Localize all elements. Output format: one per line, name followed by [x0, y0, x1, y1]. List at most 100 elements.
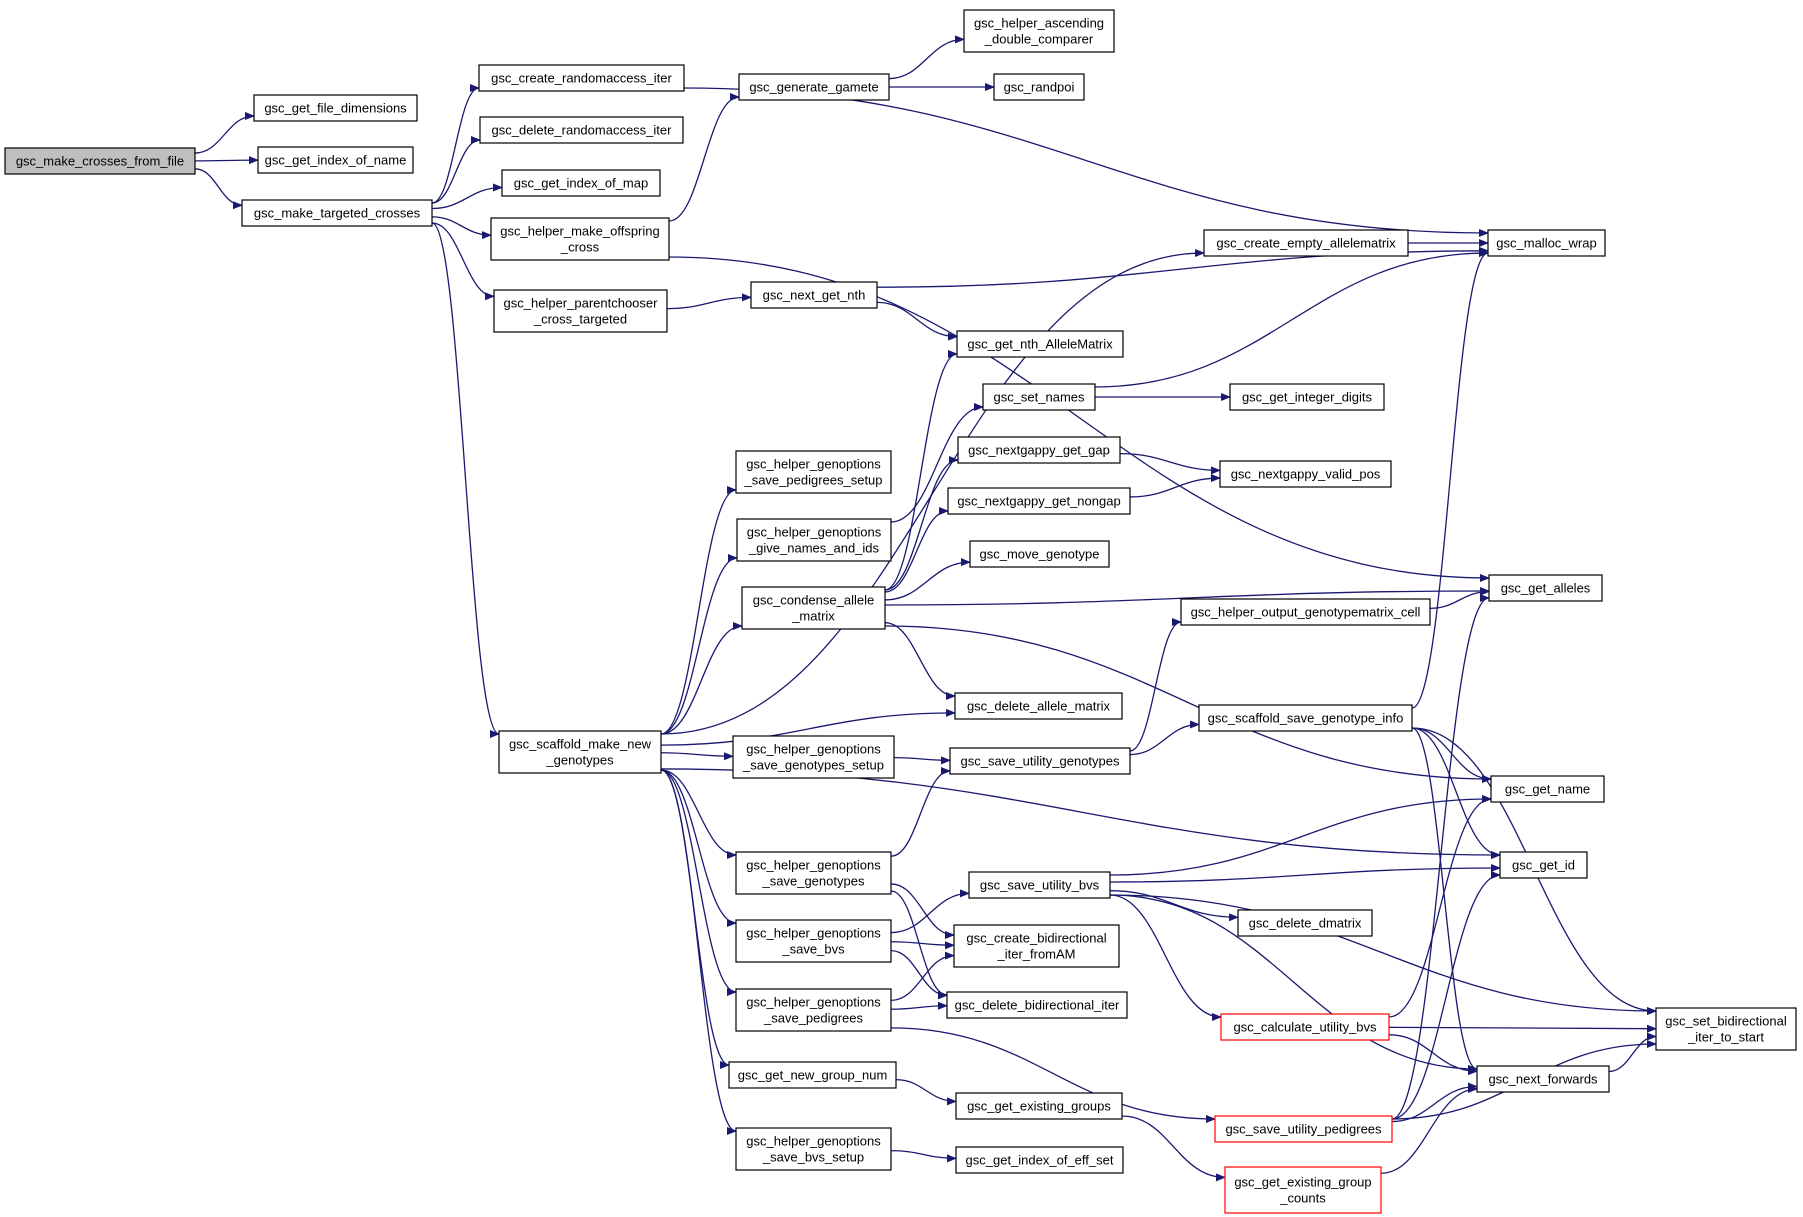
- edge-scaffold-save-genotype-info-to-next-forwards: [1411, 727, 1478, 1073]
- node-label: gsc_malloc_wrap: [1496, 236, 1596, 251]
- node-label: gsc_scaffold_save_genotype_info: [1208, 711, 1404, 726]
- node-get-file-dimensions[interactable]: gsc_get_file_dimensions: [253, 94, 418, 122]
- node-genoptions-save-genotypes-setup[interactable]: gsc_helper_genoptions_save_genotypes_set…: [732, 735, 895, 779]
- node-box: [969, 540, 1110, 568]
- node-box: [501, 169, 661, 197]
- edge-condense-allele-matrix-to-get-alleles: [884, 587, 1490, 606]
- node-get-alleles[interactable]: gsc_get_alleles: [1488, 574, 1603, 602]
- node-delete-allele-matrix[interactable]: gsc_delete_allele_matrix: [954, 692, 1123, 720]
- node-label: gsc_get_existing_groups: [967, 1099, 1111, 1114]
- node-box: [1180, 598, 1431, 626]
- node-delete-dmatrix[interactable]: gsc_delete_dmatrix: [1237, 909, 1373, 937]
- node-box: [956, 330, 1124, 358]
- edge-next-forwards-to-set-bidirectional-iter-to-start: [1608, 1032, 1657, 1073]
- edge-genoptions-save-pedigrees-to-delete-bidirectional-iter: [890, 1001, 948, 1010]
- node-helper-ascending-double[interactable]: gsc_helper_ascending_double_comparer: [963, 9, 1115, 53]
- node-genoptions-save-bvs-setup[interactable]: gsc_helper_genoptions_save_bvs_setup: [735, 1127, 892, 1171]
- node-label: gsc_nextgappy_get_gap: [968, 443, 1110, 458]
- node-set-bidirectional-iter-to-start[interactable]: gsc_set_bidirectional_iter_to_start: [1655, 1007, 1797, 1051]
- node-create-empty-allelematrix[interactable]: gsc_create_empty_allelematrix: [1203, 229, 1409, 257]
- node-delete-bidirectional-iter[interactable]: gsc_delete_bidirectional_iter: [946, 991, 1128, 1019]
- edge-make-targeted-crosses-to-scaffold-make-new-genotypes: [431, 222, 500, 738]
- node-label: gsc_helper_output_genotypematrix_cell: [1191, 605, 1421, 620]
- node-box: [735, 851, 892, 895]
- edge-condense-allele-matrix-to-get-nth-AlleleMatrix: [884, 350, 958, 591]
- node-scaffold-make-new-genotypes[interactable]: gsc_scaffold_make_new_genotypes: [498, 730, 662, 774]
- node-box: [750, 281, 878, 309]
- node-get-id[interactable]: gsc_get_id: [1499, 851, 1588, 879]
- node-get-name[interactable]: gsc_get_name: [1490, 775, 1605, 803]
- node-make-crosses-from-file[interactable]: gsc_make_crosses_from_file: [4, 147, 196, 175]
- node-create-randomaccess-iter[interactable]: gsc_create_randomaccess_iter: [478, 64, 685, 92]
- node-delete-randomaccess-iter[interactable]: gsc_delete_randomaccess_iter: [479, 116, 684, 144]
- node-genoptions-give-names-and-ids[interactable]: gsc_helper_genoptions_give_names_and_ids: [736, 518, 892, 562]
- node-get-index-of-map[interactable]: gsc_get_index_of_map: [501, 169, 661, 197]
- node-create-bidirectional-iter-fromAM[interactable]: gsc_create_bidirectional_iter_fromAM: [953, 924, 1120, 968]
- node-calculate-utility-bvs[interactable]: gsc_calculate_utility_bvs: [1220, 1013, 1390, 1041]
- node-make-targeted-crosses[interactable]: gsc_make_targeted_crosses: [241, 199, 433, 227]
- node-randpoi[interactable]: gsc_randpoi: [993, 73, 1085, 101]
- node-box: [1237, 909, 1373, 937]
- node-move-genotype[interactable]: gsc_move_genotype: [969, 540, 1110, 568]
- edge-condense-allele-matrix-to-move-genotype: [884, 558, 971, 601]
- edge-get-new-group-num-to-get-existing-groups: [895, 1079, 957, 1106]
- node-label: gsc_get_integer_digits: [1242, 390, 1373, 405]
- node-label: gsc_delete_dmatrix: [1249, 916, 1362, 931]
- node-save-utility-bvs[interactable]: gsc_save_utility_bvs: [968, 871, 1111, 899]
- node-get-existing-groups[interactable]: gsc_get_existing_groups: [955, 1092, 1123, 1120]
- node-nextgappy-get-nongap[interactable]: gsc_nextgappy_get_nongap: [947, 487, 1131, 515]
- node-genoptions-save-bvs[interactable]: gsc_helper_genoptions_save_bvs: [735, 919, 892, 963]
- node-get-nth-AlleleMatrix[interactable]: gsc_get_nth_AlleleMatrix: [956, 330, 1124, 358]
- node-genoptions-save-pedigrees[interactable]: gsc_helper_genoptions_save_pedigrees: [735, 988, 892, 1032]
- node-label: gsc_randpoi: [1004, 80, 1075, 95]
- node-malloc-wrap[interactable]: gsc_malloc_wrap: [1487, 229, 1606, 257]
- node-genoptions-save-genotypes[interactable]: gsc_helper_genoptions_save_genotypes: [735, 851, 892, 895]
- node-set-names[interactable]: gsc_set_names: [982, 383, 1096, 411]
- node-next-forwards[interactable]: gsc_next_forwards: [1476, 1065, 1610, 1093]
- node-label: gsc_get_index_of_eff_set: [966, 1153, 1114, 1168]
- edge-set-names-to-malloc-wrap: [1094, 249, 1489, 388]
- node-box: [4, 147, 196, 175]
- node-box: [982, 383, 1096, 411]
- nodes-layer: gsc_make_crosses_from_file gsc_get_file_d…: [4, 9, 1797, 1214]
- node-label: gsc_make_crosses_from_file: [16, 154, 184, 169]
- node-helper-output-genotypematrix-cell[interactable]: gsc_helper_output_genotypematrix_cell: [1180, 598, 1431, 626]
- node-condense-allele-matrix[interactable]: gsc_condense_allele_matrix: [741, 586, 886, 630]
- edge-make-crosses-from-file-to-get-index-of-name: [194, 156, 259, 165]
- node-get-existing-group-counts[interactable]: gsc_get_existing_group_counts: [1224, 1166, 1382, 1214]
- node-get-integer-digits[interactable]: gsc_get_integer_digits: [1229, 383, 1385, 411]
- node-box: [253, 94, 418, 122]
- node-label: gsc_helper_ascending: [974, 16, 1104, 31]
- node-label: gsc_helper_genoptions: [747, 525, 882, 540]
- node-next-get-nth[interactable]: gsc_next_get_nth: [750, 281, 878, 309]
- node-box: [728, 1061, 897, 1089]
- node-box: [1229, 383, 1385, 411]
- edge-genoptions-save-bvs-to-create-bidirectional-iter-fromAM: [890, 941, 955, 950]
- node-helper-parentchooser[interactable]: gsc_helper_parentchooser_cross_targeted: [493, 289, 668, 333]
- node-label: gsc_get_id: [1512, 858, 1575, 873]
- node-nextgappy-get-gap[interactable]: gsc_nextgappy_get_gap: [957, 436, 1121, 464]
- edge-condense-allele-matrix-to-get-name: [884, 625, 1492, 783]
- node-save-utility-genotypes[interactable]: gsc_save_utility_genotypes: [949, 747, 1131, 775]
- node-label: gsc_helper_genoptions: [746, 926, 881, 941]
- node-label: _save_pedigrees_setup: [743, 473, 882, 488]
- node-label: gsc_next_forwards: [1488, 1072, 1598, 1087]
- node-save-utility-pedigrees[interactable]: gsc_save_utility_pedigrees: [1214, 1115, 1393, 1143]
- node-label: gsc_get_index_of_name: [265, 153, 407, 168]
- node-get-index-of-eff-set[interactable]: gsc_get_index_of_eff_set: [955, 1146, 1124, 1174]
- edge-genoptions-save-genotypes-setup-to-save-utility-genotypes: [893, 756, 951, 765]
- edge-save-utility-pedigrees-to-next-forwards: [1391, 1082, 1478, 1123]
- node-nextgappy-valid-pos[interactable]: gsc_nextgappy_valid_pos: [1219, 460, 1392, 488]
- node-get-index-of-name[interactable]: gsc_get_index_of_name: [257, 146, 414, 174]
- node-label: gsc_make_targeted_crosses: [254, 206, 421, 221]
- node-scaffold-save-genotype-info[interactable]: gsc_scaffold_save_genotype_info: [1198, 704, 1413, 732]
- node-helper-make-offspring-cross[interactable]: gsc_helper_make_offspring_cross: [490, 217, 670, 261]
- node-label: _genotypes: [545, 753, 614, 768]
- node-genoptions-save-pedigrees-setup[interactable]: gsc_helper_genoptions_save_pedigrees_set…: [735, 450, 892, 494]
- node-box: [946, 991, 1128, 1019]
- node-generate-gamete[interactable]: gsc_generate_gamete: [738, 73, 890, 101]
- node-label: _save_pedigrees: [763, 1011, 864, 1026]
- node-box: [735, 919, 892, 963]
- node-get-new-group-num[interactable]: gsc_get_new_group_num: [728, 1061, 897, 1089]
- edge-scaffold-make-new-genotypes-to-condense-allele-matrix: [660, 622, 743, 735]
